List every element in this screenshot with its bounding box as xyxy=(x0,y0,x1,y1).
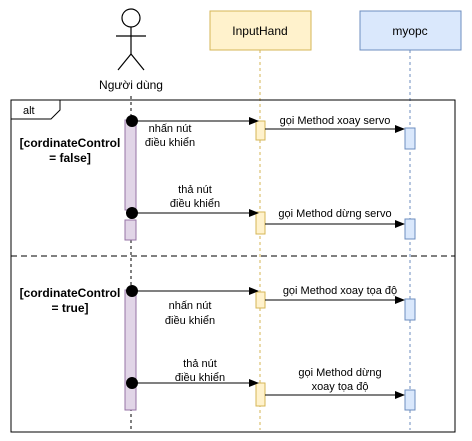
participant-input-hand-label: InputHand xyxy=(232,24,287,38)
message-label: xoay tọa độ xyxy=(312,381,369,393)
alt-fragment-tab xyxy=(10,99,61,120)
message-label: gọi Method xoay servo xyxy=(280,115,391,127)
myopc-activation-3 xyxy=(404,298,416,321)
message-label: gọi Method dừng servo xyxy=(278,208,391,220)
message-label: điều khiển xyxy=(165,315,215,327)
actor-activation-3 xyxy=(124,289,137,411)
alt-label: alt xyxy=(23,105,35,117)
message-label: gọi Method dừng xyxy=(298,367,381,379)
guard-true-line1: [cordinateControl xyxy=(20,286,121,300)
guard-false-line1: [cordinateControl xyxy=(20,136,121,150)
message-label: điều khiển xyxy=(170,198,220,210)
alt-fragment xyxy=(10,99,456,433)
input-hand-activation-1 xyxy=(255,120,266,141)
message-label: gọi Method xoay tọa độ xyxy=(283,285,397,297)
participant-input-hand xyxy=(209,10,312,51)
message-label: điều khiển xyxy=(145,137,195,149)
participant-myopc xyxy=(359,10,462,51)
input-hand-activation-2 xyxy=(255,211,266,235)
message-label: thả nút xyxy=(178,184,212,196)
message-label: thả nút xyxy=(183,358,217,370)
guard-true-line2: = true] xyxy=(51,301,88,315)
actor-label: Người dùng xyxy=(99,78,163,92)
participant-myopc-label: myopc xyxy=(392,24,427,38)
message-label: nhấn nút xyxy=(149,123,192,135)
guard-false-line2: = false] xyxy=(49,151,91,165)
myopc-activation-4 xyxy=(404,389,416,411)
actor-activation-1 xyxy=(124,119,137,211)
message-label: điều khiển xyxy=(175,372,225,384)
actor-figure xyxy=(116,8,146,71)
actor-activation-2 xyxy=(124,219,137,241)
message-label: nhấn nút xyxy=(169,300,212,312)
myopc-activation-2 xyxy=(404,218,416,240)
input-hand-activation-3 xyxy=(255,291,266,309)
myopc-activation-1 xyxy=(404,127,416,150)
input-hand-activation-4 xyxy=(255,382,266,407)
